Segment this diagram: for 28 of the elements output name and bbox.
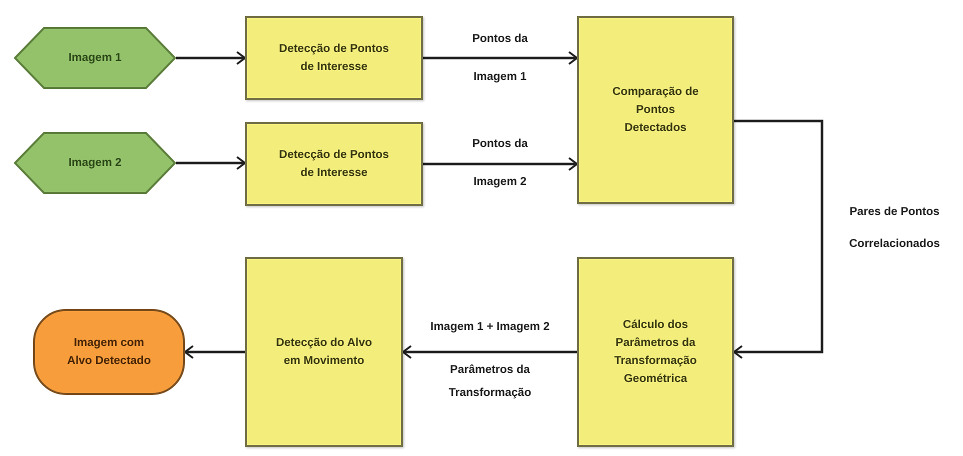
arrow: [423, 51, 578, 65]
process-box: [577, 16, 734, 204]
arrow: [733, 120, 824, 359]
arrow: [184, 345, 245, 359]
node-label: Cálculo dos Parâmetros da Transformação Geométrica: [613, 318, 698, 387]
arrow: [176, 156, 246, 170]
node-label: Imagem 1: [68, 51, 122, 66]
edge-label: Pontos da Imagem 1: [471, 32, 529, 85]
arrow: [423, 157, 578, 171]
node-label: Detecção de Pontos de Interesse: [278, 42, 390, 75]
arrow: [402, 345, 577, 359]
process-box: [577, 257, 734, 447]
node-label: Comparação de Pontos Detectados: [611, 85, 700, 136]
edge-label: Pares de Pontos Correlacionados: [848, 205, 941, 252]
input-hexagon: [14, 132, 176, 194]
node-label: Detecção do Alvo em Movimento: [274, 336, 374, 369]
node-label: Imagem 2: [68, 156, 122, 171]
process-box: [245, 257, 403, 447]
edge-note: Parâmetros da Transformação: [448, 363, 532, 401]
node-label: Imagem com Alvo Detectado: [66, 336, 152, 369]
process-box: [245, 122, 423, 206]
edge-label: Pontos da Imagem 2: [471, 137, 529, 190]
input-hexagon: [14, 27, 176, 89]
process-box: [245, 16, 423, 100]
node-label: Detecção de Pontos de Interesse: [278, 148, 390, 181]
edge-label: Imagem 1 + Imagem 2: [429, 320, 551, 335]
output-terminal: [33, 309, 185, 395]
arrow: [176, 51, 246, 65]
